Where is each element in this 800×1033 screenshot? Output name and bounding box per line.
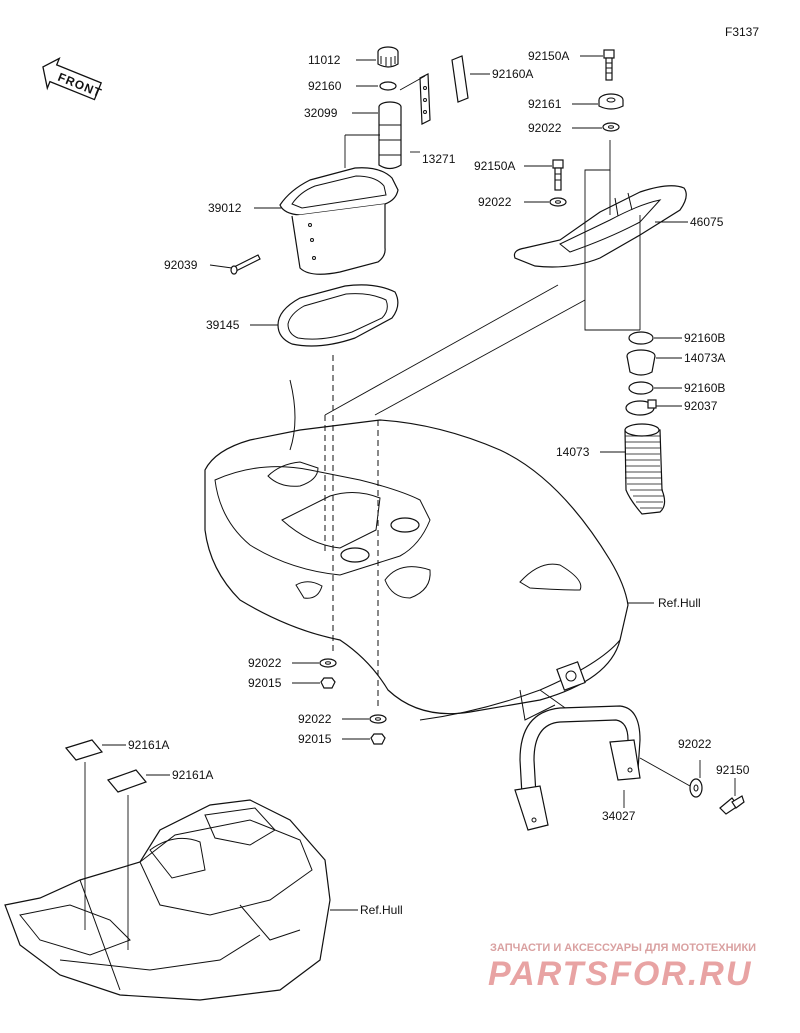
label-14073: 14073 xyxy=(556,445,590,459)
label-92022-l2: 92022 xyxy=(298,712,332,726)
label-92161A-1: 92161A xyxy=(128,738,169,752)
clamp-92037 xyxy=(625,399,657,416)
label-46075: 46075 xyxy=(690,215,724,229)
bolt-92150 xyxy=(719,795,745,815)
cap-11012 xyxy=(377,46,399,68)
label-92150A-top: 92150A xyxy=(528,49,569,63)
washer-92022-r xyxy=(689,778,703,798)
bolt-92150A-mid xyxy=(552,159,564,191)
label-11012: 11012 xyxy=(308,53,341,67)
part-labels: 11012 92160 32099 13271 39012 92039 3914… xyxy=(128,49,750,917)
lower-hull xyxy=(4,799,331,1001)
label-92160B-2: 92160B xyxy=(684,381,725,395)
front-arrow-icon: FRONT xyxy=(42,57,104,101)
sticker-92161A-2 xyxy=(106,769,148,793)
washer-92022-l1 xyxy=(319,658,337,668)
label-92039: 92039 xyxy=(164,258,198,272)
label-39145: 39145 xyxy=(206,318,240,332)
gasket-39145 xyxy=(277,284,399,347)
label-92161: 92161 xyxy=(528,97,562,111)
watermark: ЗАПЧАСТИ И АКСЕССУАРЫ ДЛЯ МОТОТЕХНИКИ PA… xyxy=(488,942,756,993)
label-92022-top: 92022 xyxy=(528,121,562,135)
watermark-brand: PARTSFOR.RU xyxy=(488,955,752,993)
nut-92015-l2 xyxy=(370,733,386,745)
label-ref-hull-2: Ref.Hull xyxy=(360,903,403,917)
diagram-code: F3137 xyxy=(725,25,759,39)
guide-lines-lower xyxy=(84,762,129,950)
label-39012: 39012 xyxy=(208,201,242,215)
label-92022-r: 92022 xyxy=(678,737,712,751)
label-92150A-mid: 92150A xyxy=(474,159,515,173)
o-ring-92160B-1 xyxy=(628,331,654,345)
plate-13271 xyxy=(419,73,431,125)
washer-92022-l2 xyxy=(369,714,387,724)
grab-handle-46075 xyxy=(513,185,687,268)
label-ref-hull-1: Ref.Hull xyxy=(658,596,701,610)
guide-line-handle xyxy=(639,757,691,787)
storage-box-39012 xyxy=(279,167,399,275)
label-92160: 92160 xyxy=(308,79,342,93)
label-92160B-1: 92160B xyxy=(684,331,725,345)
label-92015-l2: 92015 xyxy=(298,732,332,746)
washer-92022-top xyxy=(602,122,620,132)
o-ring-92160 xyxy=(379,81,397,91)
damper-92161 xyxy=(598,93,624,110)
pin-92039 xyxy=(230,254,261,275)
o-ring-92160B-2 xyxy=(628,381,654,395)
bellows-hose-14073 xyxy=(624,423,666,515)
watermark-subtitle: ЗАПЧАСТИ И АКСЕССУАРЫ ДЛЯ МОТОТЕХНИКИ xyxy=(490,942,756,954)
label-92022-l1: 92022 xyxy=(248,656,282,670)
label-leaders xyxy=(102,55,736,911)
label-92037: 92037 xyxy=(684,399,718,413)
label-14073A: 14073A xyxy=(684,351,725,365)
sticker-92161A-1 xyxy=(64,739,104,761)
sticker-92160A xyxy=(451,55,469,103)
washer-92022-mid xyxy=(549,197,567,207)
label-34027: 34027 xyxy=(602,809,636,823)
label-92015-l1: 92015 xyxy=(248,676,282,690)
drain-32099 xyxy=(378,101,402,170)
bolt-92150A-top xyxy=(603,49,615,81)
label-13271: 13271 xyxy=(422,152,456,166)
nut-92015-l1 xyxy=(320,677,336,689)
label-92160A: 92160A xyxy=(492,67,533,81)
hull-deck xyxy=(204,379,629,721)
label-92022-mid: 92022 xyxy=(478,195,512,209)
spout-14073A xyxy=(626,349,656,376)
label-92161A-2: 92161A xyxy=(172,768,213,782)
rear-handle-34027 xyxy=(514,705,641,831)
label-92150: 92150 xyxy=(716,763,750,777)
label-32099: 32099 xyxy=(304,106,338,120)
